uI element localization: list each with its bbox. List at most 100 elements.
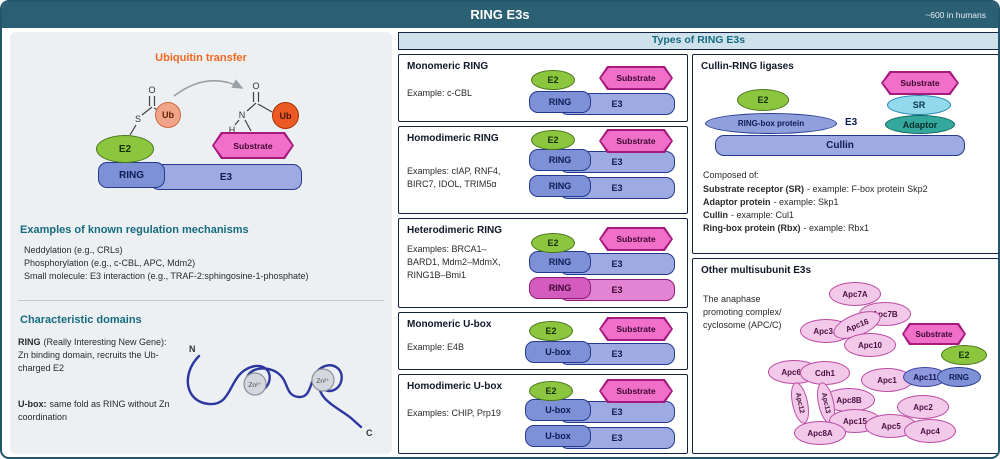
section-title: Cullin-RING ligases: [701, 61, 794, 72]
ring-pill-pink: RING: [529, 277, 591, 299]
section-title: Monomeric RING: [407, 61, 489, 72]
cullin-bar: Cullin: [715, 135, 965, 156]
protein-backbone: [186, 354, 363, 429]
ubox-pill: U-box: [525, 425, 591, 447]
e3-label: E3: [845, 117, 858, 128]
n-terminus-label: N: [189, 344, 196, 354]
transfer-arrow: [173, 79, 244, 97]
substrate-hexagon: Substrate: [902, 323, 966, 345]
ubiquitin-thioester: Ub: [155, 102, 181, 128]
section-title: Homodimeric RING: [407, 133, 499, 144]
component-line: Adaptor protein- example: Skp1: [703, 197, 839, 207]
ring-domain: RING: [98, 162, 165, 188]
section-examples: Examples: CHIP, Prp19: [407, 408, 501, 418]
section-title: Heterodimeric RING: [407, 225, 503, 236]
component-line: Ring-box protein (Rbx)- example: Rbx1: [703, 223, 870, 233]
substrate-hexagon: Substrate: [212, 132, 294, 159]
section-heterodimeric-ring: Heterodimeric RING Examples: BRCA1–BARD1…: [398, 218, 688, 308]
section-cullin-ring: Cullin-RING ligases Substrate SR E2 Adap…: [692, 54, 998, 254]
ubiquitin-transfer-diagram: O S O N H: [129, 79, 273, 136]
oxygen-label: O: [252, 81, 259, 91]
zinc-label: Zn²⁺: [248, 382, 262, 389]
zinc-ion: [243, 372, 267, 396]
ring-pill: RING: [529, 149, 591, 171]
zinc-ion: [311, 368, 335, 392]
ubox-term: U-box:: [18, 399, 47, 409]
page-title: RING E3s: [470, 7, 530, 22]
composed-of-title: Composed of:: [703, 170, 760, 180]
ring-term: RING: [18, 337, 41, 347]
regulation-title: Examples of known regulation mechanisms: [20, 224, 249, 236]
nitrogen-label: N: [239, 110, 246, 120]
apc-subunit: Apc8A: [794, 421, 846, 445]
ring-pill: RING: [529, 175, 591, 197]
apc-subunit: Apc10: [844, 333, 896, 357]
e2-oval: E2: [531, 233, 575, 253]
substrate-hexagon: Substrate: [599, 129, 673, 153]
substrate-hexagon-fill: [214, 134, 292, 157]
e2-oval: E2: [737, 89, 789, 111]
ring-oval: RING: [937, 367, 981, 387]
e2-oval: E2: [531, 70, 575, 90]
apc-subunit: Apc7A: [829, 282, 881, 306]
component-line: Cullin- example: Cul1: [703, 210, 795, 220]
substrate-hexagon: Substrate: [599, 227, 673, 251]
ubox-def-text: same fold as RING without Zn coordinatio…: [18, 399, 170, 422]
sulfur-label: S: [135, 114, 141, 124]
substrate-hexagon: Substrate: [881, 71, 959, 95]
hydrogen-label: H: [229, 125, 236, 135]
regulation-item: Phosphorylation (e.g., c-CBL, APC, Mdm2): [24, 258, 196, 268]
substrate-hexagon: Substrate: [599, 379, 673, 403]
apc-subunit: Apc2: [897, 395, 949, 419]
adaptor-oval: Adaptor: [885, 115, 955, 134]
oxygen-label: O: [148, 85, 155, 95]
ubox-pill: U-box: [525, 399, 591, 421]
apc-description: The anaphase promoting complex/ cyclosom…: [703, 294, 782, 330]
section-monomeric-ubox: Monomeric U-box Example: E4B E2 Substrat…: [398, 312, 688, 370]
regulation-item: Neddylation (e.g., CRLs): [24, 245, 123, 255]
section-examples: Examples: BRCA1–BARD1, Mdm2–MdmX, RING1B…: [407, 244, 501, 280]
e2-oval: E2: [529, 381, 573, 401]
zinc-label: Zn²⁺: [316, 378, 330, 385]
ring-def-text: (Really Interesting New Gene): Zn bindin…: [18, 337, 167, 373]
substrate-hexagon: Substrate: [599, 66, 673, 90]
ring-pill: RING: [529, 251, 591, 273]
ubox-pill: U-box: [525, 341, 591, 363]
section-homodimeric-ring: Homodimeric RING Examples: cIAP, RNF4, B…: [398, 126, 688, 214]
component-line: Substrate receptor (SR)- example: F-box …: [703, 184, 928, 194]
section-multisubunit: Other multisubunit E3s The anaphase prom…: [692, 258, 998, 454]
section-divider: [18, 300, 384, 301]
ring-fold-diagram: N C Zn²⁺ Zn²⁺: [186, 344, 373, 438]
left-panel: Ubiquitin transfer O S O N H: [10, 32, 392, 454]
apc-subunit: Apc12: [787, 380, 813, 426]
domains-title: Characteristic domains: [20, 314, 142, 326]
section-title: Monomeric U-box: [407, 319, 492, 330]
section-examples: Example: E4B: [407, 342, 465, 352]
ubiquitin-transferred: Ub: [272, 102, 299, 129]
section-examples: Examples: cIAP, RNF4, BIRC7, IDOL, TRIM5…: [407, 166, 501, 189]
e3-ligase: E3: [150, 164, 302, 190]
e2-oval: E2: [941, 345, 987, 365]
header-count-note: ~600 in humans: [925, 10, 986, 20]
header-bar: RING E3s ~600 in humans: [2, 2, 998, 28]
ring-box-protein-oval: RING-box protein: [705, 113, 837, 134]
c-terminus-label: C: [366, 428, 373, 438]
section-title: Other multisubunit E3s: [701, 265, 812, 276]
ubox-definition: U-box:same fold as RING without Zn coord…: [18, 398, 178, 424]
section-homodimeric-ubox: Homodimeric U-box Examples: CHIP, Prp19 …: [398, 374, 688, 454]
apc-subunit: Apc4: [904, 419, 956, 443]
section-monomeric-ring: Monomeric RING Example: c-CBL E2 Substra…: [398, 54, 688, 122]
ubiquitin-transfer-title: Ubiquitin transfer: [155, 52, 247, 64]
section-examples: Example: c-CBL: [407, 88, 473, 98]
ring-definition: RING(Really Interesting New Gene): Zn bi…: [18, 336, 178, 375]
ring-pill: RING: [529, 91, 591, 113]
regulation-item: Small molecule: E3 interaction (e.g., TR…: [24, 271, 309, 281]
e2-oval: E2: [531, 130, 575, 150]
e2-oval: E2: [529, 321, 573, 341]
substrate-receptor-oval: SR: [887, 95, 951, 115]
section-title: Homodimeric U-box: [407, 381, 503, 392]
apc-subunit: Cdh1: [800, 361, 850, 385]
substrate-label: Substrate: [233, 140, 273, 151]
e2-enzyme: E2: [96, 135, 154, 163]
